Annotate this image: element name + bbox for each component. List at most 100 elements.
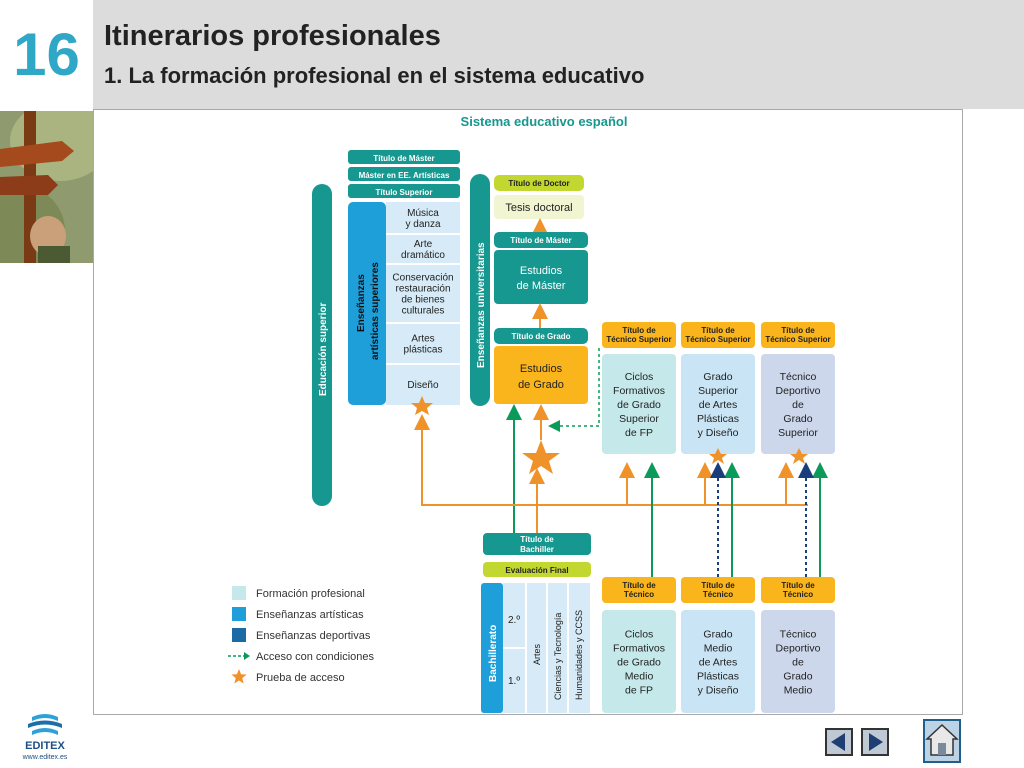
- prueba-acceso-star-dep: [790, 448, 808, 464]
- medio-body-text: Plásticas: [697, 671, 739, 683]
- legend-arrow-head: [244, 652, 250, 660]
- titulo-master-label: Título de Máster: [510, 236, 571, 245]
- legend-label: Enseñanzas deportivas: [256, 630, 371, 642]
- medio-body-text: Medio: [625, 671, 654, 683]
- medio-body-box: [681, 610, 755, 713]
- superior-body-text: Formativos: [613, 385, 665, 397]
- medio-body-text: de: [792, 657, 804, 669]
- medio-title-box: [602, 577, 676, 603]
- superior-title-box: [681, 322, 755, 348]
- superior-title-text: Título de: [622, 326, 656, 335]
- medio-title-text: Título de: [622, 581, 656, 590]
- medio-body-text: Medio: [784, 685, 813, 697]
- titulo-doctor-label: Título de Doctor: [508, 179, 569, 188]
- art-title-2: Máster en EE. Artísticas: [359, 171, 450, 180]
- superior-body-text: de Artes: [699, 399, 738, 411]
- superior-title-text: Título de: [781, 326, 815, 335]
- art-item-text: y danza: [405, 219, 440, 230]
- diagram-title: Sistema educativo español: [461, 114, 628, 129]
- home-button[interactable]: [923, 719, 961, 763]
- medio-body-text: de FP: [625, 685, 653, 697]
- titulo-grado-box: [494, 328, 588, 344]
- art-item-text: Arte: [414, 239, 433, 250]
- grado-text-1: Estudios: [520, 363, 563, 375]
- header-band: [93, 0, 1024, 109]
- titulo-bachiller-1: Título de: [520, 535, 554, 544]
- curso-2: 2.º: [508, 615, 520, 626]
- superior-body-text: y Diseño: [698, 427, 739, 439]
- medio-body-text: Formativos: [613, 643, 665, 655]
- medio-title-text: Técnico: [783, 590, 813, 599]
- artisticas-side: [348, 202, 386, 405]
- superior-body-text: de Grado: [617, 399, 661, 411]
- educacion-superior-label: Educación superior: [318, 303, 329, 396]
- master-text-2: de Máster: [517, 280, 566, 292]
- medio-title-text: Técnico: [624, 590, 654, 599]
- medio-body-box: [602, 610, 676, 713]
- superior-title-text: Técnico Superior: [765, 335, 830, 344]
- medio-body-text: de Artes: [699, 657, 738, 669]
- diagram-frame: Sistema educativo español Educación supe…: [93, 109, 963, 715]
- legend-label: Formación profesional: [256, 588, 365, 600]
- art-item-text: Artes: [411, 334, 434, 345]
- art-item-text: culturales: [402, 306, 445, 317]
- titulo-grado-label: Título de Grado: [511, 332, 570, 341]
- bachillerato-label: Bachillerato: [488, 625, 499, 682]
- arrow-to-artisticas: [414, 414, 808, 506]
- education-system-diagram: Sistema educativo español Educación supe…: [228, 114, 835, 713]
- evaluacion-box: [483, 562, 591, 577]
- prev-slide-button[interactable]: [825, 728, 853, 756]
- superior-body-text: Deportivo: [776, 385, 821, 397]
- home-icon: [925, 723, 959, 756]
- superior-body-text: Superior: [698, 385, 738, 397]
- medio-body-text: Grado: [703, 629, 732, 641]
- page-subtitle: 1. La formación profesional en el sistem…: [104, 63, 645, 88]
- legend-swatch: [232, 607, 246, 621]
- next-slide-button[interactable]: [861, 728, 889, 756]
- medio-body-text: de Grado: [617, 657, 661, 669]
- art-title-3: Título Superior: [376, 188, 433, 197]
- superior-body-text: Grado: [783, 413, 812, 425]
- titulo-bachiller-box: [483, 533, 591, 555]
- triangle-left-icon: [831, 733, 845, 751]
- superior-body-text: Grado: [703, 371, 732, 383]
- bachillerato-side: [481, 583, 503, 713]
- universitarias-label: Enseñanzas universitarias: [476, 242, 487, 368]
- superior-body-text: Ciclos: [625, 371, 654, 383]
- art-title-1: Título de Máster: [373, 154, 434, 163]
- unit-number: 16: [13, 21, 80, 88]
- art-item-text: plásticas: [404, 345, 443, 356]
- educacion-superior-bar: [312, 184, 332, 506]
- art-title-box-1: [348, 150, 460, 164]
- legend-label: Prueba de acceso: [256, 672, 345, 684]
- medio-body-text: Deportivo: [776, 643, 821, 655]
- medio-body-text: Medio: [704, 643, 733, 655]
- medio-body-text: Ciclos: [625, 629, 654, 641]
- art-item-text: Conservación: [392, 273, 453, 284]
- universitarias-bar: [470, 174, 490, 406]
- medio-title-text: Técnico: [703, 590, 733, 599]
- titulo-doctor-box: [494, 175, 584, 191]
- grado-box: [494, 346, 588, 404]
- art-item-text: dramático: [401, 250, 445, 261]
- medio-title-text: Título de: [701, 581, 735, 590]
- triangle-right-icon: [869, 733, 883, 751]
- modalidad-ciencias: Ciencias y Tecnología: [553, 613, 563, 700]
- superior-body-text: Superior: [778, 427, 818, 439]
- superior-body-text: de FP: [625, 427, 653, 439]
- modalidad-artes: Artes: [532, 643, 542, 665]
- tesis-box: [494, 195, 584, 219]
- medio-body-box: [761, 610, 835, 713]
- master-text-1: Estudios: [520, 265, 563, 277]
- grado-text-2: de Grado: [518, 379, 564, 391]
- superior-body-text: Técnico: [780, 371, 817, 383]
- superior-title-text: Técnico Superior: [685, 335, 750, 344]
- medio-title-box: [761, 577, 835, 603]
- legend-swatch: [232, 586, 246, 600]
- legend-star: [231, 669, 247, 684]
- superior-title-box: [602, 322, 676, 348]
- artisticas-side-label-1: Enseñanzas: [356, 274, 367, 332]
- art-item-text: Música: [407, 208, 439, 219]
